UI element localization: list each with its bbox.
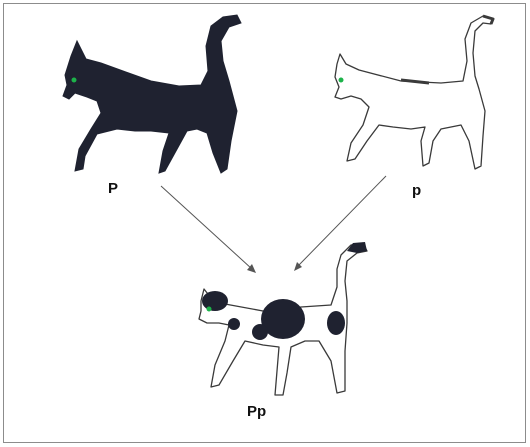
offspring-spot-back (261, 299, 305, 339)
white-cat-parent (334, 14, 495, 170)
offspring-tail-tip (347, 242, 367, 253)
cross-diagram (62, 14, 495, 396)
white-cat-back-mark (400, 78, 430, 85)
offspring-spot-chest (228, 318, 240, 330)
arrow-left-head (247, 264, 256, 273)
black-cat-silhouette (62, 14, 242, 174)
arrow-right-head (294, 262, 302, 271)
offspring-cat-eye (206, 306, 212, 312)
cross-arrows (160, 175, 387, 273)
offspring-cat (198, 242, 368, 396)
offspring-spot-face (202, 291, 228, 311)
offspring-spot-hip (327, 311, 345, 335)
arrow-right-line (297, 175, 387, 267)
figure-frame (3, 3, 526, 443)
offspring-spot-shoulder (252, 324, 268, 340)
arrow-left-line (160, 185, 253, 270)
black-cat-parent (62, 14, 242, 174)
white-cat-tail-tip (482, 14, 495, 25)
offspring-label: Pp (247, 403, 267, 420)
white-cat-outline (334, 15, 494, 170)
parent-left-label: P (108, 180, 119, 197)
parent-right-label: p (412, 182, 422, 199)
white-cat-eye (338, 77, 344, 83)
black-cat-eye (71, 77, 77, 83)
